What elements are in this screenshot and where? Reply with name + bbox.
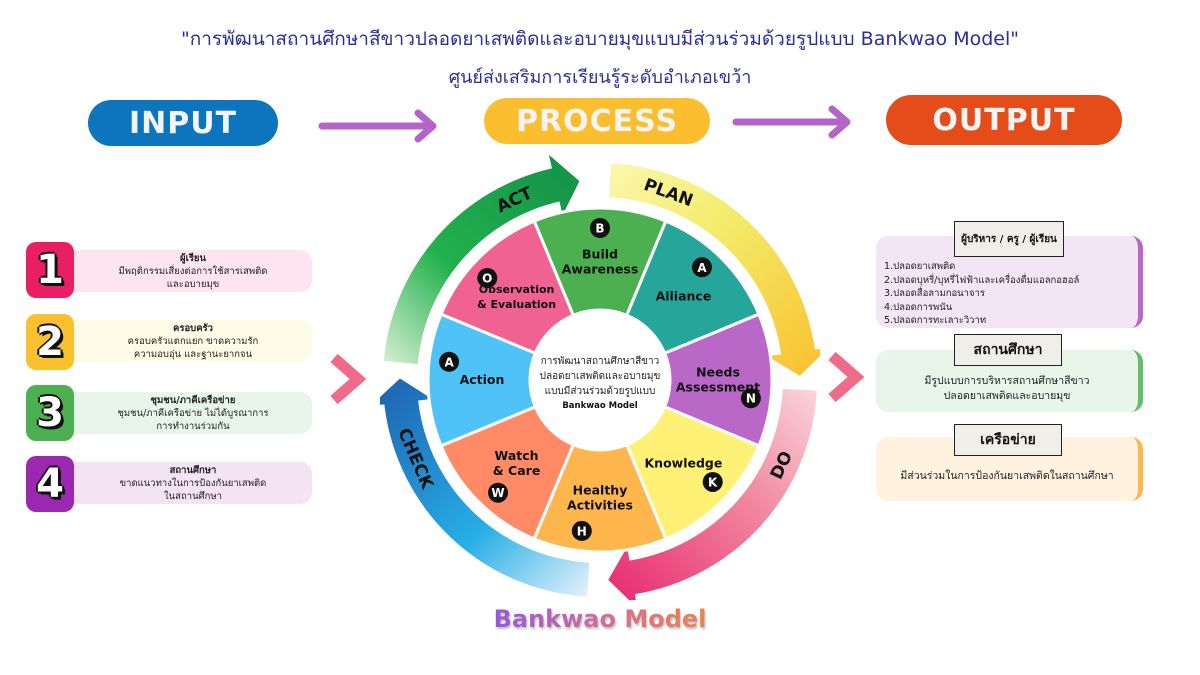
output-line: 4.ปลอดการพนัน — [884, 301, 953, 313]
segment-letter: K — [708, 475, 718, 489]
pdca-arrow-act — [383, 154, 580, 364]
pdca-arrow-do — [608, 389, 817, 600]
cycle-center-circle — [534, 314, 666, 446]
output-line: ปลอดยาเสพติดและอบายมุข — [943, 390, 1071, 402]
segment-letter: A — [444, 355, 454, 369]
segment-letter: O — [482, 272, 492, 286]
cycle-segment-alliance — [624, 219, 761, 356]
input-number-badge: 4 — [26, 456, 74, 512]
segment-label: Alliance — [656, 289, 712, 304]
segment-letter-badge — [691, 257, 712, 278]
cycle-segment-observation-evaluation — [439, 219, 576, 356]
center-text-line: การพัฒนาสถานศึกษาสีขาว — [541, 355, 660, 367]
pdca-arrow-check — [380, 378, 590, 597]
input-line: และอบายมุข — [166, 278, 220, 290]
segment-label: Assessment — [676, 380, 760, 395]
cycle-segment-watch-care — [439, 404, 576, 541]
input-heading: ชุมชน/ภาคีเครือข่าย — [150, 394, 236, 406]
segment-letter-badge — [740, 388, 761, 409]
output-line: 1.ปลอดยาเสพติด — [884, 261, 956, 272]
output-line: 3.ปลอดสื่อลามกอนาจาร — [884, 288, 986, 299]
input-to-process-arrow-icon — [318, 109, 437, 143]
segment-label: Awareness — [562, 262, 639, 277]
input-number-badge: 3 — [26, 385, 74, 441]
output-line: มีรูปแบบการบริหารสถานศึกษาสีขาว — [924, 375, 1090, 387]
page-subtitle: ศูนย์ส่งเสริมการเรียนรู้ระดับอำเภอเขว้า — [448, 67, 752, 88]
output-stage-label: OUTPUT — [886, 95, 1122, 145]
segment-letter: H — [577, 524, 587, 538]
cycle-segment-knowledge — [624, 404, 761, 541]
segment-letter-badge — [488, 482, 509, 503]
segment-letter-badge — [571, 520, 592, 541]
pdca-arrow-plan — [609, 163, 820, 376]
output-item-school: มีรูปแบบการบริหารสถานศึกษาสีขาว ปลอดยาเส… — [876, 350, 1143, 412]
segment-label: Action — [460, 372, 505, 387]
center-text-line: ปลอดยาเสพติดและอบายมุข — [540, 371, 661, 382]
segment-label: Healthy — [573, 483, 628, 498]
input-description: ผู้เรียน มีพฤติกรรมเสี่ยงต่อการใช้สารเสพ… — [74, 250, 312, 292]
input-line: การทำงานร่วมกัน — [156, 420, 230, 432]
center-model-name: Bankwao Model — [562, 401, 637, 411]
segment-letter: N — [746, 392, 756, 406]
input-stage-label: INPUT — [88, 100, 278, 146]
input-description: สถานศึกษา ขาดแนวทางในการป้องกันยาเสพติด … — [74, 462, 312, 504]
input-line: มีพฤติกรรมเสี่ยงต่อการใช้สารเสพติด — [118, 265, 268, 277]
input-heading: สถานศึกษา — [169, 464, 217, 476]
segment-label: Observation — [479, 283, 555, 296]
segment-letter: W — [491, 486, 504, 500]
segment-label: & Care — [493, 463, 541, 478]
segment-letter-badge — [477, 268, 498, 289]
input-line: ชุมชน/ภาคีเครือข่าย ไม่ได้บูรณาการ — [117, 407, 269, 419]
process-to-output-arrow-icon — [732, 105, 851, 139]
segment-letter: B — [595, 222, 604, 236]
segment-label: Knowledge — [645, 455, 723, 470]
output-line: 2.ปลอดบุหรี่/บุหรี่ไฟฟ้าและเครื่องดื่มแอ… — [884, 274, 1080, 286]
segment-label: Activities — [567, 498, 633, 513]
cycle-segment-action — [426, 312, 538, 448]
segment-label: Watch — [495, 448, 539, 463]
input-description: ครอบครัว ครอบครัวแตกแยก ขาดความรัก ความอ… — [74, 320, 312, 362]
output-line: มีส่วนร่วมในการป้องกันยาเสพติดในสถานศึกษ… — [900, 470, 1114, 482]
output-label: ผู้บริหาร / ครู / ผู้เรียน — [954, 221, 1064, 257]
input-heading: ผู้เรียน — [180, 252, 206, 264]
input-description: ชุมชน/ภาคีเครือข่าย ชุมชน/ภาคีเครือข่าย … — [74, 392, 312, 434]
center-text-line: แบบมีส่วนร่วมด้วยรูปแบบ — [545, 385, 656, 397]
input-heading: ครอบครัว — [173, 322, 213, 334]
chevron-right-icon — [828, 351, 865, 403]
input-line: ในสถานศึกษา — [164, 490, 222, 502]
segment-label: Needs — [696, 365, 740, 380]
model-name-title: Bankwao Model — [470, 605, 730, 633]
input-number-badge: 2 — [26, 314, 74, 370]
cycle-segment-needs-assessment — [662, 312, 774, 448]
input-line: ครอบครัวแตกแยก ขาดความรัก — [127, 335, 259, 347]
input-line: ความอบอุ่น และฐานะยากจน — [133, 348, 253, 360]
input-number-badge: 1 — [26, 242, 74, 298]
output-label: สถานศึกษา — [954, 334, 1062, 366]
segment-label: Build — [582, 247, 618, 262]
segment-letter: A — [697, 261, 707, 275]
chevron-right-icon — [330, 353, 367, 405]
cycle-segment-build-awareness — [532, 206, 668, 318]
output-line: 5.ปลอดการทะเลาะวิวาท — [884, 315, 987, 326]
segment-letter-badge — [590, 218, 610, 238]
input-line: ขาดแนวทางในการป้องกันยาเสพติด — [119, 477, 267, 489]
segment-letter-badge — [702, 471, 723, 492]
segment-letter-badge — [439, 351, 460, 372]
page-title: "การพัฒนาสถานศึกษาสีขาวปลอดยาเสพติดและอบ… — [180, 28, 1020, 50]
cycle-segment-healthy-activities — [532, 442, 668, 554]
output-label: เครือข่าย — [954, 424, 1062, 456]
segment-label: & Evaluation — [477, 298, 556, 311]
process-stage-label: PROCESS — [484, 98, 710, 144]
